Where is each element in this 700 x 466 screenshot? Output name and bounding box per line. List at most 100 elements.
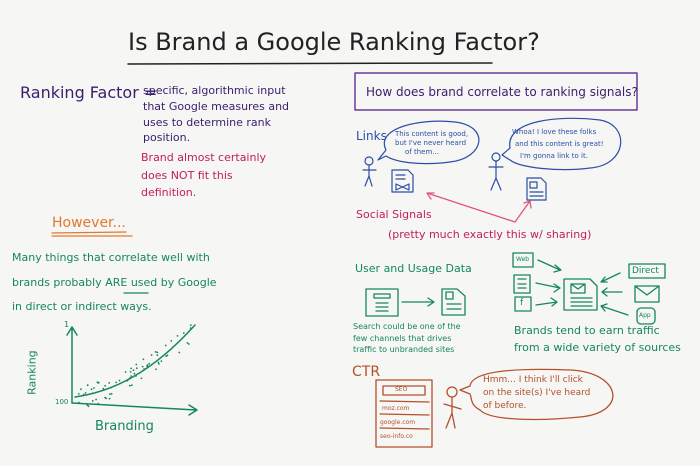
- scatter-dot: [155, 368, 157, 370]
- scatter-dot: [86, 384, 89, 387]
- document-icon-1: [391, 169, 414, 193]
- stick-figure-3-body: [443, 396, 462, 429]
- scatter-dot: [78, 401, 80, 404]
- scatter-dot: [164, 344, 167, 347]
- scatter-dot: [108, 397, 111, 400]
- definition-line: that Google measures and: [143, 100, 290, 113]
- scatter-dot: [157, 361, 160, 364]
- however-line: Many things that correlate well with: [12, 251, 210, 264]
- serp-result: google.com: [380, 419, 416, 426]
- scatter-dot: [124, 371, 127, 373]
- scatter-dot: [158, 363, 160, 365]
- speech-bubble-1: [377, 120, 480, 165]
- facebook-source-icon: [514, 296, 532, 312]
- scatter-dot: [104, 396, 106, 399]
- y-top-tick: 1: [64, 320, 70, 329]
- bubble1-line: This content is good,: [395, 130, 469, 138]
- bubble1-line: of them...: [405, 148, 439, 156]
- title-underline: [127, 62, 493, 65]
- scatter-dot: [165, 355, 168, 358]
- page-title: Is Brand a Google Ranking Factor?: [128, 28, 540, 56]
- scatter-dot: [150, 354, 153, 356]
- definition-note: definition.: [141, 186, 197, 199]
- page-source-icon: [513, 274, 531, 294]
- scatter-dot: [104, 384, 107, 387]
- scatter-dot: [96, 381, 99, 383]
- usage-caption: Search could be one of the: [353, 322, 461, 331]
- scatter-dot: [166, 354, 169, 357]
- hub-page-icon: [563, 278, 598, 311]
- x-axis: [71, 402, 198, 416]
- scatter-dot: [189, 327, 192, 329]
- app-source-label: App: [639, 312, 651, 319]
- scatter-dot: [170, 340, 173, 342]
- serp-box: [375, 379, 433, 448]
- facebook-source-label: f: [520, 298, 524, 308]
- ctr-heading: CTR: [352, 364, 381, 380]
- scatter-dot: [135, 367, 138, 370]
- usage-caption2: Brands tend to earn traffic: [514, 324, 660, 337]
- ctr-bubble-line: of before.: [483, 401, 527, 411]
- usage-drawing: [365, 252, 666, 325]
- ctr-bubble-line: Hmm... I think I'll click: [483, 375, 583, 385]
- links-heading: Links: [356, 129, 387, 143]
- definition-line: uses to determine rank: [143, 116, 272, 129]
- scatter-dot: [77, 393, 80, 395]
- scatter-dot: [80, 388, 82, 391]
- speech-bubble-2: [501, 117, 622, 171]
- bubble2-line: I'm gonna link to it.: [520, 152, 588, 160]
- however-underline: [51, 231, 133, 237]
- scatter-dot: [154, 351, 157, 353]
- scatter-dot: [186, 342, 189, 344]
- scatter-dot: [135, 375, 137, 377]
- y-axis: [66, 326, 78, 404]
- serp-query: SEO: [395, 386, 408, 393]
- ctr-drawing: [375, 368, 614, 448]
- scatter-dot: [176, 335, 179, 337]
- however-line: brands probably ARE used by Google: [12, 276, 217, 289]
- serp-result: seo-info.co: [380, 433, 413, 440]
- scatter-dot: [128, 377, 131, 380]
- usage-heading: User and Usage Data: [355, 262, 472, 275]
- scatter-dot: [95, 398, 97, 401]
- search-page-icon: [365, 288, 399, 317]
- scatter-dot: [97, 402, 99, 405]
- scatter-dot: [93, 387, 95, 389]
- scatter-dot: [84, 392, 87, 394]
- bubble2-line: Whoa! I love these folks: [512, 128, 597, 136]
- scatter-dot: [129, 371, 132, 373]
- trend-curve: [74, 324, 196, 398]
- scatter-dot: [110, 392, 113, 395]
- however-heading: However...: [52, 215, 126, 231]
- bubble1-line: but I've never heard: [395, 139, 467, 147]
- bubble2-line: and this content is great!: [515, 140, 604, 148]
- x-axis-label: Branding: [95, 419, 154, 434]
- site-page-icon: [441, 288, 466, 316]
- definition-term: Ranking Factor =: [20, 83, 158, 102]
- stick-figure-1-head: [364, 156, 374, 166]
- scatter-dot: [115, 381, 118, 384]
- scatter-dot: [187, 343, 190, 345]
- scatter-dot: [130, 367, 133, 370]
- scatter-dot: [189, 324, 192, 326]
- definition-line: position.: [143, 131, 191, 144]
- scatter-dot: [160, 360, 163, 362]
- scatter-dot: [91, 392, 94, 395]
- scatter-dot: [102, 387, 105, 390]
- scatter-dot: [146, 365, 149, 368]
- usage-caption2: from a wide variety of sources: [514, 341, 681, 354]
- stick-figure-3-head: [446, 386, 458, 398]
- scatter-dot: [135, 363, 138, 366]
- social-heading: Social Signals: [356, 208, 432, 221]
- scatter-dot: [91, 400, 94, 402]
- scatter-dot: [143, 368, 146, 370]
- scatter-dot: [126, 379, 129, 382]
- definition-line: specific, algorithmic input: [143, 84, 286, 97]
- however-text: brands probably: [12, 276, 102, 289]
- scatter-points: [77, 324, 192, 408]
- however-text: used by Google: [130, 276, 217, 289]
- scatter-dot: [132, 369, 135, 372]
- scatter-dot: [141, 365, 144, 368]
- source-arrows-left: [535, 259, 562, 307]
